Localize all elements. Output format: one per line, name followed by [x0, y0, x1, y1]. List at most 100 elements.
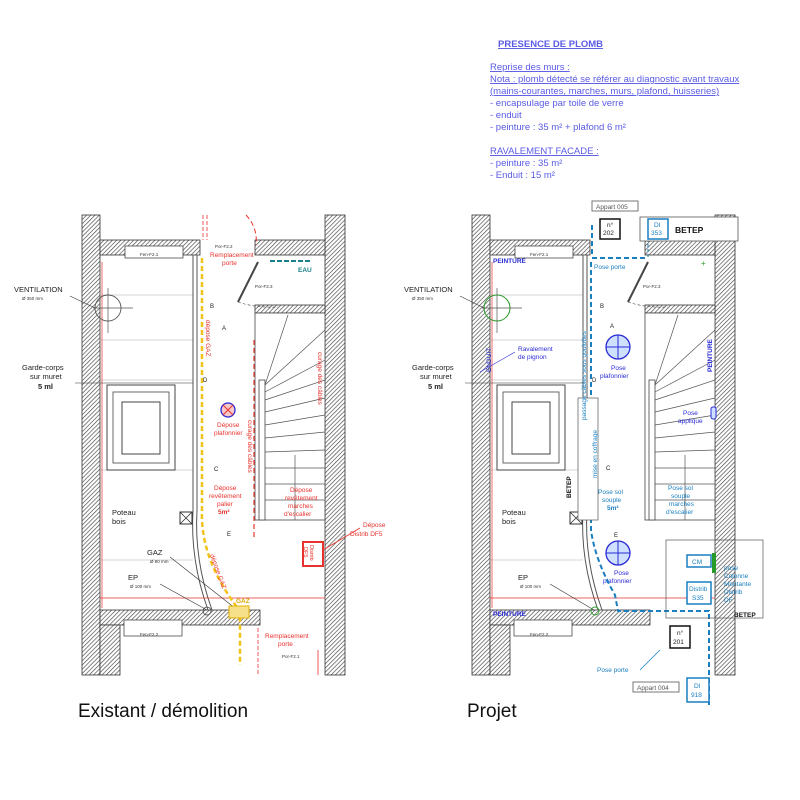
stairs-floor-label: souple [671, 493, 691, 500]
distrib-df5-box [302, 541, 324, 567]
gas-meter [228, 605, 250, 619]
betep-label: BETEP [566, 476, 573, 498]
stairs-floor-label: d'escalier [666, 509, 694, 516]
project-plan: Fen-F2.1 Fen-F2.2 Por-F2.3 VENTILATION Ø… [404, 200, 764, 722]
section-markers: B A D C E [203, 304, 231, 538]
paint-label: PEINTURE [707, 338, 714, 372]
remove-stairs-label: revêtement [285, 495, 318, 502]
ventilation-label: VENTILATION [404, 285, 453, 294]
appart-005-tag [591, 200, 639, 212]
window-label: Fen-F2.1 [140, 252, 159, 257]
remove-light-label: Dépose [217, 422, 240, 429]
notes-line: Reprise des murs : [490, 62, 570, 73]
existing-plan: Fen-F2.1 Fen-F2.2 Por-F2.2 Por-F2.3 Por-… [14, 214, 386, 722]
poteau-label: Poteau [502, 508, 526, 517]
marker-e: E [227, 532, 231, 538]
betep-label: BETEP [734, 612, 756, 619]
light-label: Pose [614, 570, 629, 577]
facade-line: - Enduit : 15 m² [490, 170, 555, 181]
distrib-box-label: Distrib [308, 545, 314, 561]
cable-passage-label: passage câbles sous goulottes [581, 330, 588, 420]
ep-dim: Ø 100 mm [520, 584, 541, 589]
di-353-tag [647, 218, 669, 240]
di-label: 918 [691, 692, 702, 699]
apt-number: 201 [673, 639, 684, 646]
ep-dim: Ø 100 mm [130, 584, 151, 589]
light-label: Pose [611, 365, 626, 372]
replace-door-label: Remplacement [210, 252, 254, 259]
door-install-label: Pose porte [597, 667, 629, 674]
door-label: Por-F2.2 [215, 244, 233, 249]
remove-gas-label: dépose GAZ [204, 320, 211, 357]
gaz-dim: Ø 80 mm [150, 559, 169, 564]
riser-column [712, 553, 716, 573]
distrib-box-label: DF5 [302, 547, 308, 557]
notes-line: - encapsulage par toile de verre [490, 98, 624, 109]
marker-a: A [610, 324, 614, 330]
distrib-box [686, 581, 712, 605]
di-918-tag [686, 677, 710, 703]
marker-a: A [222, 326, 226, 332]
notes-line: Nota : plomb détecté se référer au diagn… [490, 74, 739, 85]
lead-notes: PRESENCE DE PLOMB Reprise des murs : Not… [490, 39, 739, 181]
poteau-label: bois [112, 517, 126, 526]
marker-b: B [210, 304, 214, 310]
ep-label: EP [518, 573, 528, 582]
remove-stairs-label: marches [288, 503, 314, 510]
door-label: Por-F2.1 [282, 654, 300, 659]
project-caption: Projet [467, 701, 517, 722]
light-label: plafonnier [600, 373, 629, 380]
marker-d: D [592, 378, 597, 384]
ep-pipe-icon [590, 606, 600, 616]
facade-title: RAVALEMENT FACADE : [490, 146, 599, 157]
cm-box [686, 554, 712, 568]
water-label: EAU [298, 267, 312, 274]
distrib-label: S35 [692, 595, 704, 602]
existing-caption: Existant / démolition [78, 701, 248, 722]
stairs-floor-label: Pose sol [668, 485, 693, 492]
apt-number: n° [607, 221, 614, 229]
floor-label: Pose sol [598, 489, 623, 496]
replace-door-label: porte [278, 641, 293, 648]
remove-distrib-label: Dépose [363, 522, 386, 529]
plan-base [81, 214, 346, 676]
poteau-label: bois [502, 517, 516, 526]
garde-corps-label: sur muret [420, 372, 453, 381]
n201-tag [669, 625, 691, 649]
stairs-floor-label: marches [669, 501, 695, 508]
replace-door-label: porte [222, 260, 237, 267]
plan-base [471, 214, 736, 676]
paint-label: PEINTURE [493, 258, 527, 265]
paint-label: PEINTURE [493, 611, 527, 618]
door-label: Por-F2.3 [643, 284, 661, 289]
window-label: Fen-F2.1 [530, 252, 549, 257]
gable-label: de pignon [518, 354, 547, 361]
gaz-label: GAZ [147, 548, 163, 557]
door-install-label: Pose porte [594, 264, 626, 271]
remove-stairs-label: d'escalier [284, 511, 312, 518]
riser-label: pose [724, 565, 738, 572]
render-label: ENDUIT [486, 348, 493, 372]
plus-icon: + [701, 259, 706, 268]
di-label: DI [694, 683, 701, 690]
remove-distrib-label: Distrib DF5 [350, 531, 383, 538]
remove-floor-label: revêtement [209, 493, 242, 500]
remove-stairs-label: Dépose [290, 487, 313, 494]
remove-light-label: plafonnier [214, 430, 243, 437]
cable-stripping-label: curage des câbles [316, 352, 323, 406]
marker-c: C [606, 466, 611, 472]
floor-label: souple [602, 497, 622, 504]
cm-label: CM [692, 559, 702, 566]
notes-line: (mains-courantes, marches, murs, plafond… [490, 86, 719, 97]
notes-title: PRESENCE DE PLOMB [498, 39, 603, 50]
garde-corps-length: 5 ml [428, 382, 443, 391]
apt-number: 202 [603, 230, 614, 237]
ventilation-dim: Ø 350 mm [22, 296, 43, 301]
garde-corps-label: Garde-corps [22, 363, 64, 372]
betep-label: BETEP [675, 225, 704, 235]
light-label: plafonnier [603, 578, 632, 585]
apt-number: n° [677, 629, 684, 637]
remove-floor-area: 5m² [218, 509, 230, 516]
riser-label: Montante [724, 581, 751, 588]
